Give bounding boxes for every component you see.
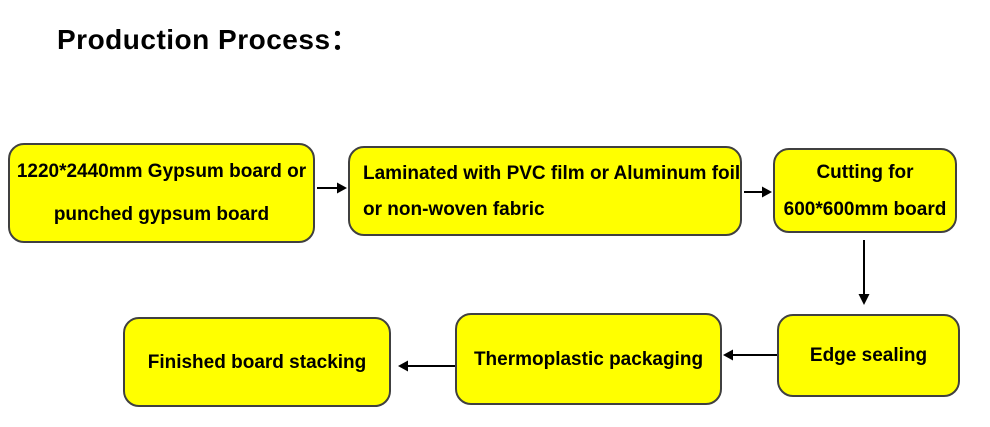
- step-finished-board-stacking: Finished board stacking: [123, 317, 391, 407]
- step-cutting-line2: 600*600mm board: [783, 198, 947, 220]
- arrow-right-icon: [744, 186, 772, 198]
- step-thermoplastic-packaging: Thermoplastic packaging: [455, 313, 722, 405]
- step-finished-board-stacking-line1: Finished board stacking: [147, 351, 367, 373]
- step-raw-gypsum-board: 1220*2440mm Gypsum board or punched gyps…: [8, 143, 315, 243]
- arrow-left-icon: [723, 349, 777, 361]
- page-title: Production Process：: [57, 24, 360, 55]
- arrow-down-icon: [858, 240, 870, 305]
- step-lamination-line1: Laminated with PVC film or Aluminum foil: [363, 162, 741, 184]
- step-cutting-line1: Cutting for: [816, 161, 914, 183]
- step-edge-sealing: Edge sealing: [777, 314, 960, 397]
- step-edge-sealing-line1: Edge sealing: [809, 345, 928, 366]
- step-lamination-line2: or non-woven fabric: [363, 198, 545, 220]
- arrow-left-icon: [398, 360, 455, 372]
- arrow-right-icon: [317, 182, 347, 194]
- step-raw-gypsum-board-line2: punched gypsum board: [53, 204, 270, 225]
- step-thermoplastic-packaging-line1: Thermoplastic packaging: [473, 348, 704, 370]
- step-cutting: Cutting for 600*600mm board: [773, 148, 957, 233]
- step-lamination: Laminated with PVC film or Aluminum foil…: [348, 146, 742, 236]
- step-raw-gypsum-board-line1: 1220*2440mm Gypsum board or: [16, 161, 307, 182]
